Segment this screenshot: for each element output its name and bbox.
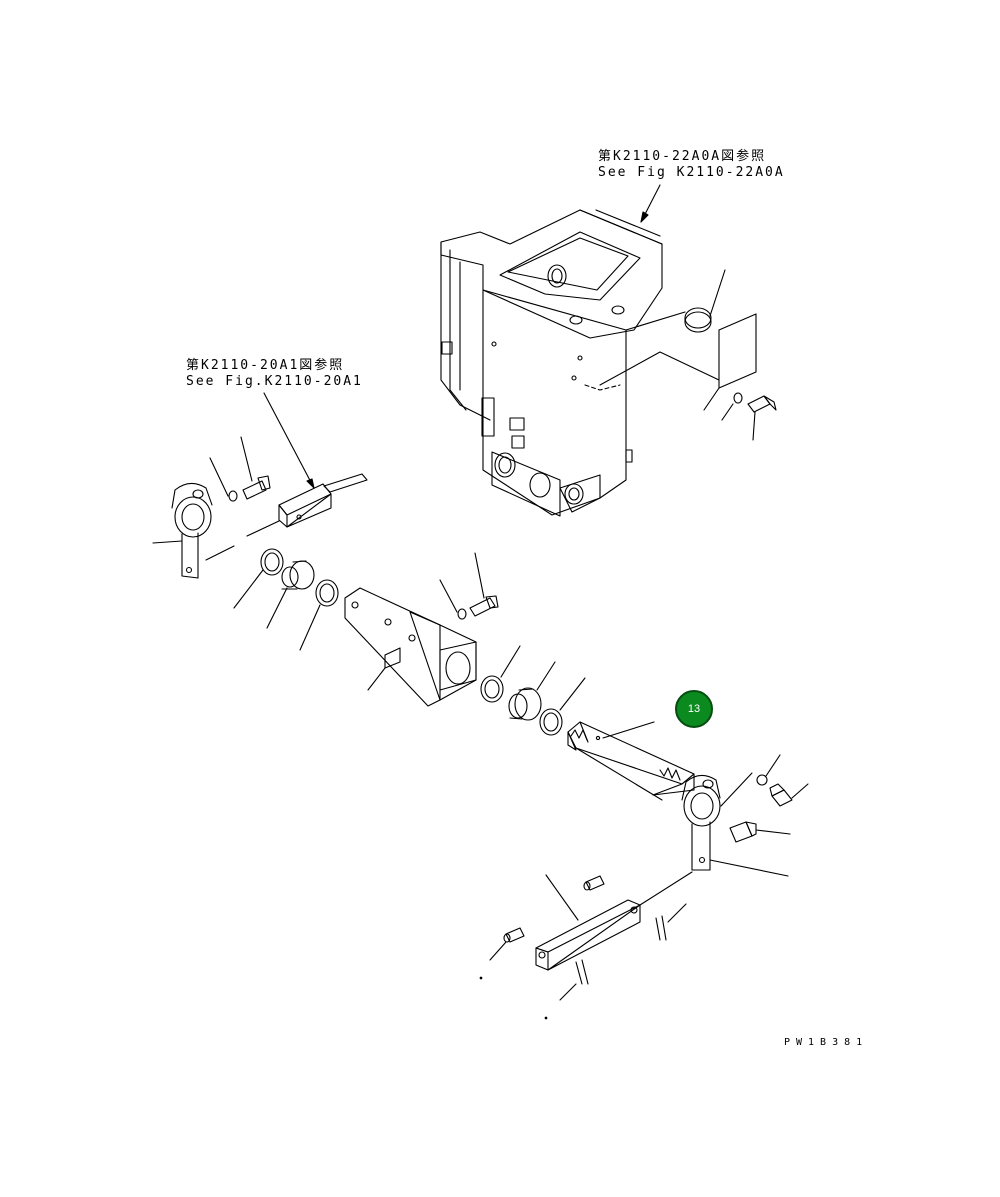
right-lever-assembly xyxy=(479,754,809,1020)
right-bearing-stack xyxy=(480,645,586,736)
drawing-code: PW1B381 xyxy=(784,1037,869,1048)
left-figure-reference: 第K2110-20A1図参照 See Fig.K2110-20A1 xyxy=(186,358,363,390)
upper-reference-jp: 第K2110-22A0A図参照 xyxy=(598,149,767,164)
splined-shaft xyxy=(567,721,695,801)
upper-reference-en: See Fig K2110-22A0A xyxy=(598,165,785,180)
upper-housing xyxy=(440,184,777,517)
index-callout-13[interactable]: 13 xyxy=(675,690,713,728)
left-lever-assembly xyxy=(152,392,368,651)
left-reference-jp: 第K2110-20A1図参照 xyxy=(186,358,345,373)
callout-number: 13 xyxy=(687,703,701,715)
left-reference-en: See Fig.K2110-20A1 xyxy=(186,374,363,389)
center-bracket xyxy=(344,552,499,707)
upper-figure-reference: 第K2110-22A0A図参照 See Fig K2110-22A0A xyxy=(598,149,785,181)
